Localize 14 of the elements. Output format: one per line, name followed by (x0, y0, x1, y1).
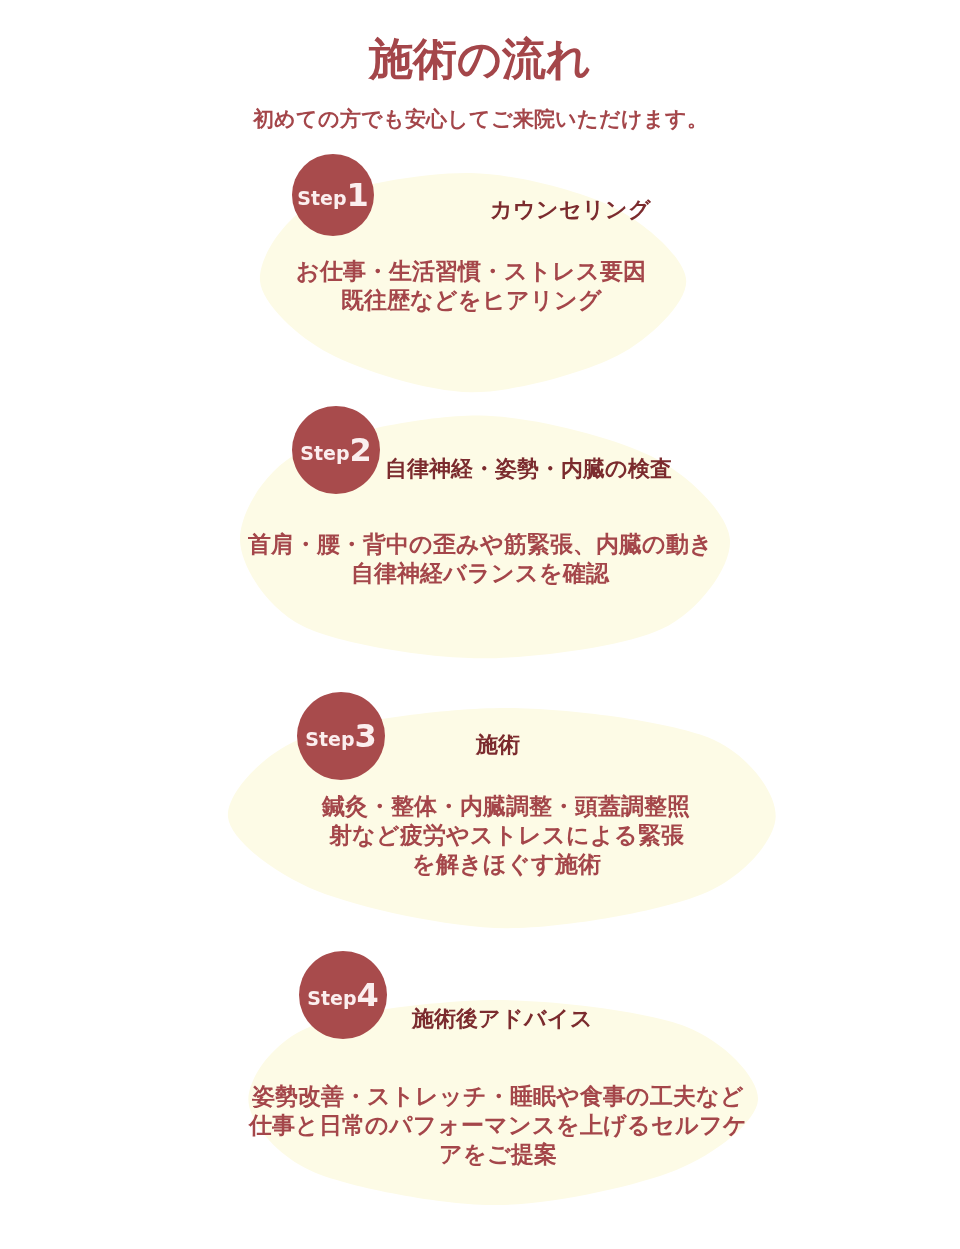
step-heading: 施術 (476, 731, 520, 759)
step-heading: 自律神経・姿勢・内臓の検査 (385, 455, 672, 483)
step-badge: Step 1 (292, 154, 374, 236)
page-title: 施術の流れ (367, 32, 592, 86)
step-badge: Step4 (299, 951, 387, 1039)
step-description: 姿勢改善・ストレッチ・睡眠や食事の工夫など仕事と日常のパフォーマンスを上げるセルフケアをご提案 (247, 1082, 748, 1170)
step-badge: Step3 (297, 692, 385, 780)
subtitle: 初めての方でも安心してご来院いただけます。 (251, 106, 709, 133)
step-description: お仕事・生活習慣・ストレス要因既往歴などをヒアリング (295, 257, 647, 316)
step-badge: Step2 (292, 406, 380, 494)
step-heading: カウンセリング (490, 196, 651, 224)
step-heading: 施術後アドバイス (412, 1005, 593, 1033)
step-description: 鍼灸・整体・内臓調整・頭蓋調整照射など疲労やストレスによる緊張を解きほぐす施術 (321, 792, 691, 880)
step-description: 首肩・腰・背中の歪みや筋緊張、内臓の動き自律神経バランスを確認 (246, 530, 714, 589)
